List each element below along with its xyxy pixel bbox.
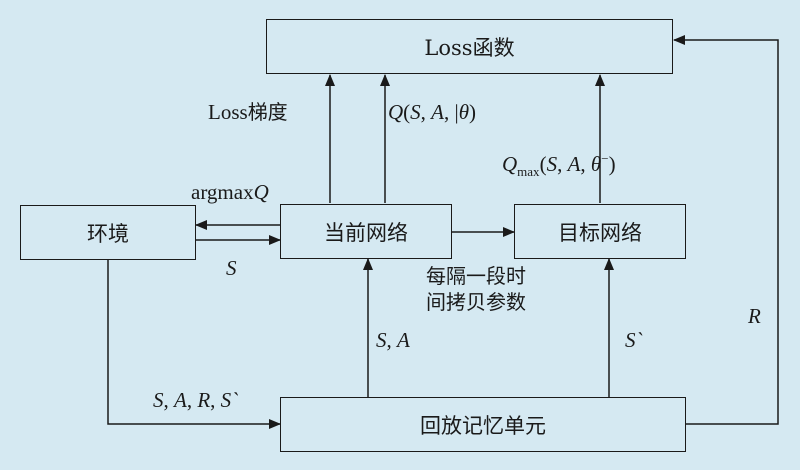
replay-memory-box: 回放记忆单元 bbox=[280, 397, 686, 452]
q-value-label: Q(S, A, |θ) bbox=[388, 100, 477, 124]
loss-function-box: Loss函数 bbox=[266, 19, 673, 74]
loss-function-label: Loss函数 bbox=[424, 35, 515, 60]
current-network-label: 当前网络 bbox=[324, 220, 408, 245]
target-network-label: 目标网络 bbox=[558, 220, 642, 245]
copy-note-line2: 间拷贝参数 bbox=[426, 290, 526, 314]
state-label: S bbox=[226, 256, 237, 280]
state-action-label: S, A bbox=[376, 328, 410, 352]
transition-label: S, A, R, S` bbox=[153, 388, 239, 412]
loss-gradient-label: Loss梯度 bbox=[208, 100, 288, 124]
copy-note-line1: 每隔一段时 bbox=[426, 264, 526, 288]
reward-label: R bbox=[748, 304, 761, 328]
arrow-env-to-replay bbox=[107, 260, 281, 429]
target-network-box: 目标网络 bbox=[514, 204, 686, 259]
environment-box: 环境 bbox=[20, 205, 196, 260]
next-state-label: S` bbox=[625, 328, 643, 352]
replay-memory-label: 回放记忆单元 bbox=[420, 413, 546, 438]
arrow-replay-to-loss bbox=[673, 35, 779, 425]
environment-label: 环境 bbox=[87, 221, 129, 246]
argmax-label: argmaxQ bbox=[191, 180, 269, 204]
q-max-label: Qmax(S, A, θ−) bbox=[502, 151, 616, 180]
current-network-box: 当前网络 bbox=[280, 204, 452, 259]
